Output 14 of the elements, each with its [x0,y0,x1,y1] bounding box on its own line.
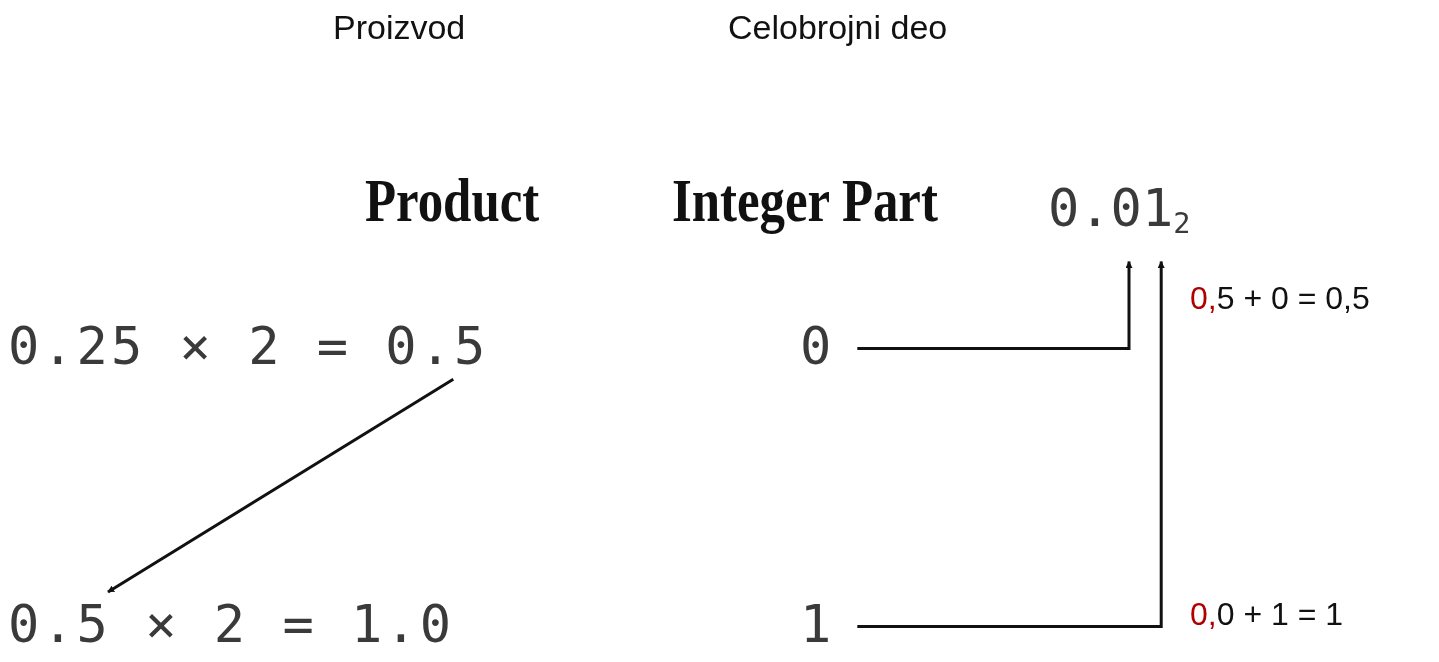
sum-note: 0,5 + 0 = 0,5 [1190,280,1370,317]
arrow [857,260,1133,351]
sum-note: 0,0 + 1 = 1 [1190,596,1343,633]
arrow [857,260,1165,629]
column-heading: Celobrojni deo [728,8,948,47]
arrow [107,377,455,594]
column-heading: Product [365,165,540,236]
integer-digit: 0 [800,318,832,376]
binary-result: 0.01$_{2}$ [1048,180,1191,240]
column-heading: Integer Part [672,165,938,236]
multiplication-step: 0.25 × 2 = 0.5 [8,318,489,376]
integer-digit: 1 [800,596,832,654]
column-heading: Proizvod [333,8,466,47]
multiplication-step: 0.5 × 2 = 1.0 [8,596,454,654]
